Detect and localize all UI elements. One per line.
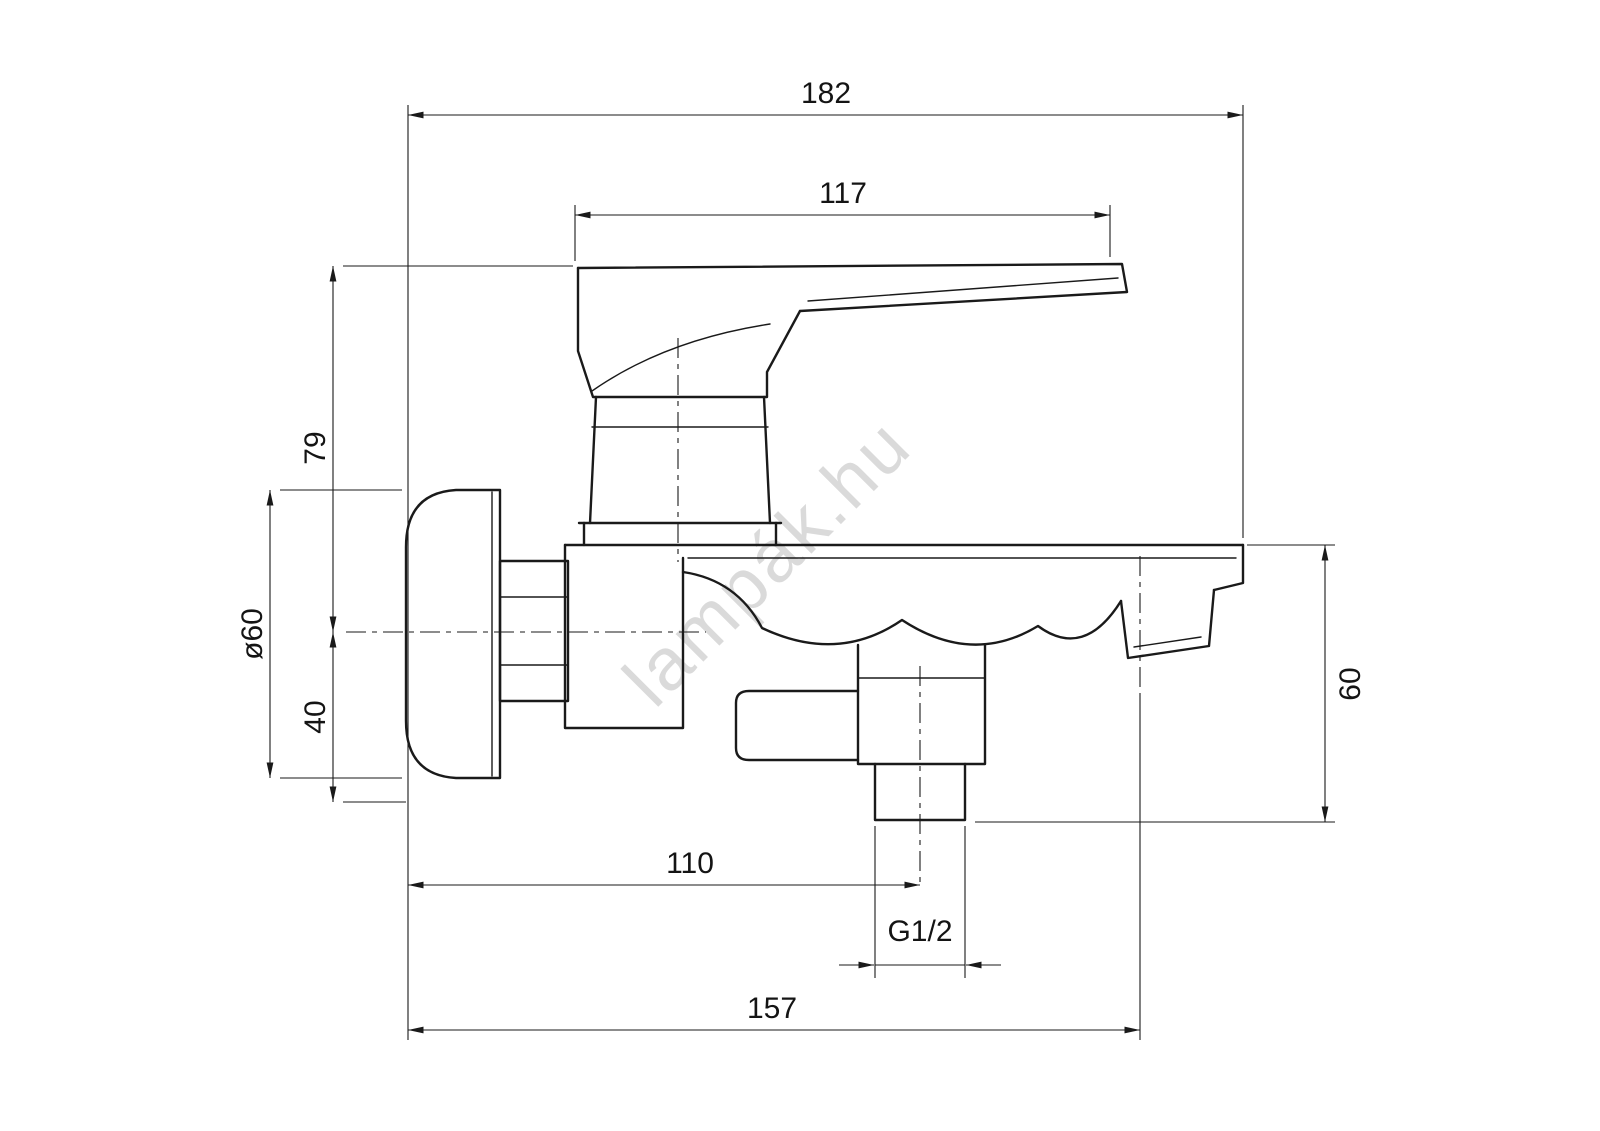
handle-hub — [576, 266, 802, 399]
dimension-labels: 182 117 79 ø60 40 60 110 G1/2 157 — [236, 77, 1367, 1025]
dim-label-thread-size: G1/2 — [887, 915, 952, 948]
dim-label-right-height: 60 — [1334, 667, 1367, 700]
hex-nut-facet-lines — [499, 596, 569, 666]
dimension-lines — [266, 111, 1329, 1034]
handle-hub-sculpt-line — [591, 323, 771, 392]
dim-label-top-width: 182 — [801, 77, 851, 110]
neck-right-edge — [762, 395, 772, 525]
outlet-block — [856, 643, 987, 766]
aerator-inner-line — [1133, 636, 1202, 648]
neck-left-edge — [588, 395, 598, 525]
diverter-knob — [734, 689, 860, 762]
dim-label-bottom-width: 157 — [747, 992, 797, 1025]
dim-label-lower-height: 40 — [299, 700, 332, 733]
hex-nut — [498, 559, 570, 703]
handle-blade-inner-line — [807, 277, 1119, 302]
faucet-outline — [404, 262, 1245, 822]
aerator-block — [1119, 588, 1216, 660]
thread-connection-pipe — [873, 762, 967, 822]
body-block — [563, 543, 685, 730]
dim-label-upper-height: 79 — [299, 431, 332, 464]
spout-right-end — [1212, 543, 1245, 592]
handle-lever-blade — [576, 262, 1129, 313]
dim-label-outlet-offset: 110 — [666, 847, 714, 880]
wall-flange — [404, 488, 502, 780]
spout-underside-scallops — [681, 570, 1123, 646]
dim-label-lever-length: 117 — [819, 177, 867, 210]
dim-label-flange-diameter: ø60 — [236, 608, 269, 660]
centerlines — [346, 338, 1141, 882]
neck-flange-sides — [582, 521, 778, 547]
